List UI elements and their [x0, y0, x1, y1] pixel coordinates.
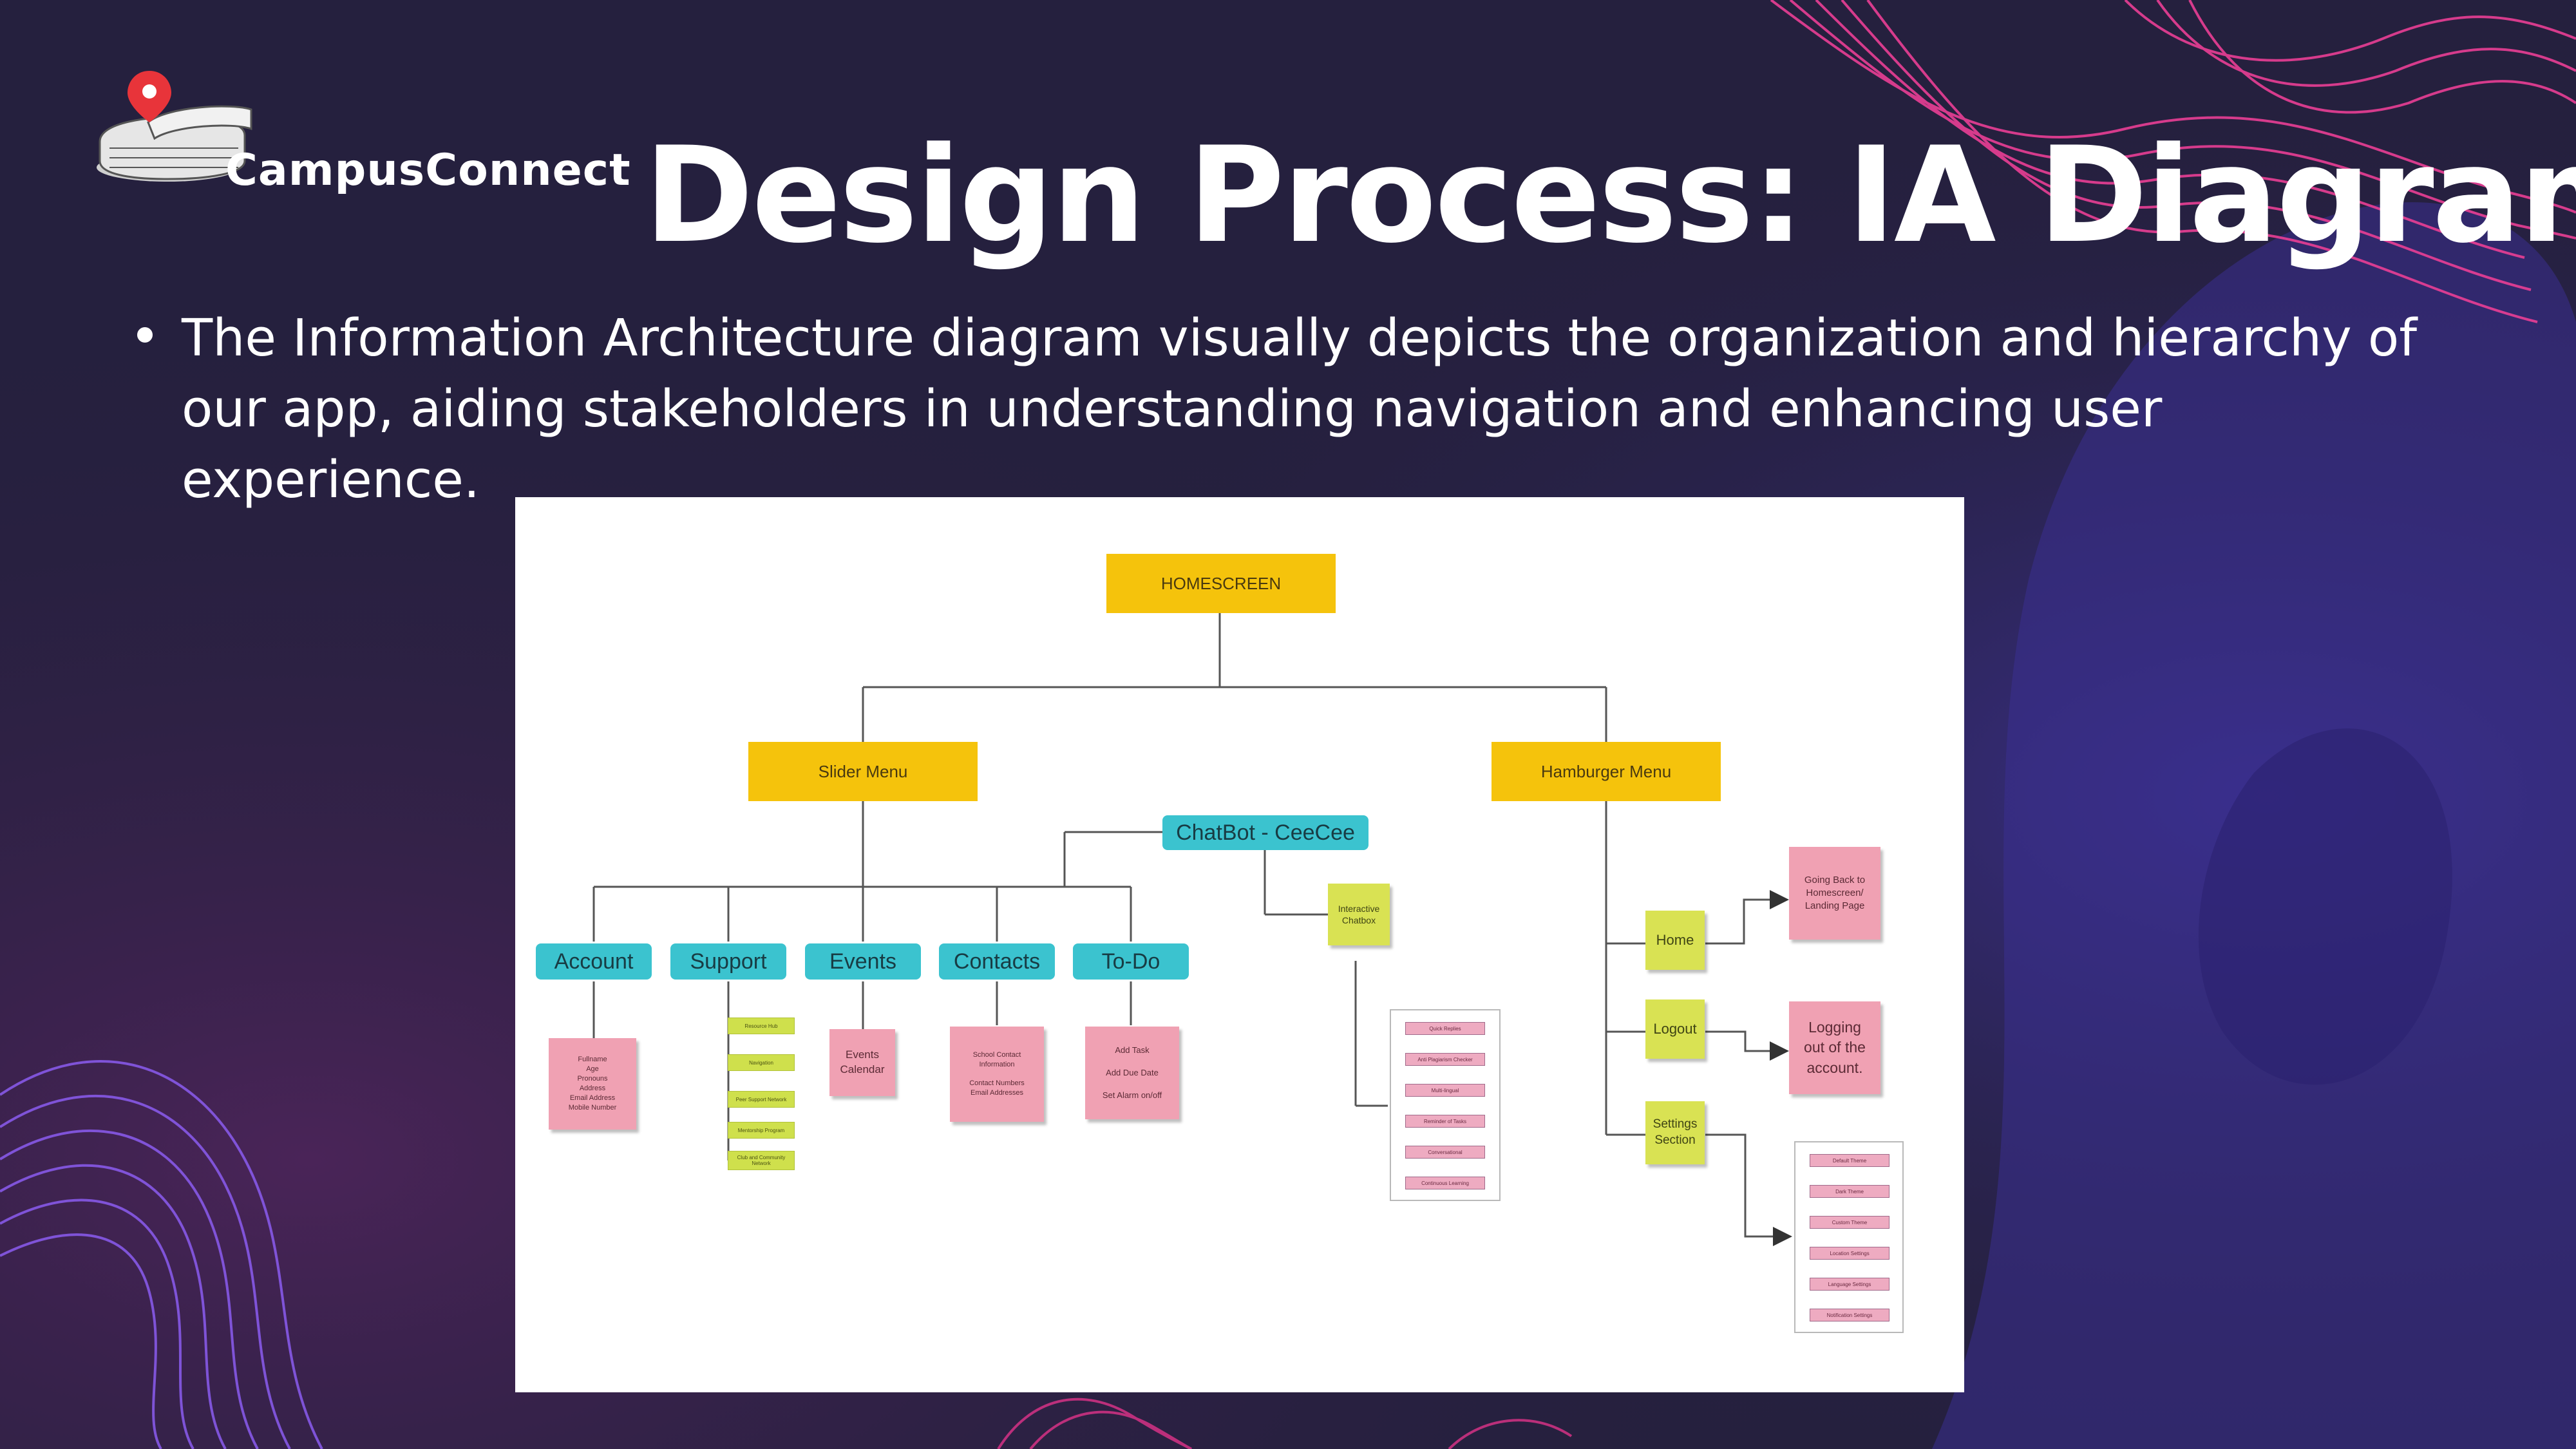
- chatbot-note: Interactive Chatbox: [1328, 884, 1390, 945]
- hamburger-logout: Logout: [1645, 999, 1705, 1059]
- settings-item: Language Settings: [1810, 1278, 1889, 1291]
- tab-contacts: Contacts: [939, 943, 1055, 980]
- chatbot-features-list: Quick Replies Anti Plagiarism Checker Mu…: [1390, 1009, 1501, 1201]
- node-homescreen: HOMESCREEN: [1106, 554, 1336, 613]
- brand-name: CampusConnect: [225, 145, 631, 196]
- chatbot-feature: Conversational: [1405, 1146, 1485, 1159]
- chatbot-feature: Quick Replies: [1405, 1022, 1485, 1035]
- settings-item: Notification Settings: [1810, 1309, 1889, 1321]
- chatbot-feature: Continuous Learning: [1405, 1177, 1485, 1189]
- support-item: Resource Hub: [728, 1018, 795, 1034]
- bullet-text: The Information Architecture diagram vis…: [182, 308, 2418, 509]
- node-chatbot: ChatBot - CeeCee: [1162, 815, 1368, 850]
- chatbot-feature: Multi-lingual: [1405, 1084, 1485, 1097]
- support-item: Mentorship Program: [728, 1122, 795, 1139]
- page-title: Design Process: IA Diagram: [644, 119, 2576, 272]
- account-note: Fullname Age Pronouns Address Email Addr…: [549, 1038, 636, 1130]
- settings-item: Custom Theme: [1810, 1216, 1889, 1229]
- node-hamburger-menu: Hamburger Menu: [1492, 742, 1721, 801]
- support-item: Club and Community Network: [728, 1151, 795, 1170]
- tab-events: Events: [805, 943, 921, 980]
- bullet-dot-icon: [137, 327, 153, 343]
- hamburger-settings: Settings Section: [1645, 1101, 1705, 1164]
- bullet-list: The Information Architecture diagram vis…: [129, 303, 2447, 515]
- events-note: Events Calendar: [829, 1029, 895, 1096]
- tab-support: Support: [670, 943, 786, 980]
- support-item: Peer Support Network: [728, 1091, 795, 1108]
- support-item: Navigation: [728, 1054, 795, 1071]
- home-note: Going Back to Homescreen/ Landing Page: [1789, 847, 1880, 940]
- settings-list: Default Theme Dark Theme Custom Theme Lo…: [1794, 1141, 1904, 1333]
- hamburger-home: Home: [1645, 911, 1705, 970]
- tab-todo: To-Do: [1073, 943, 1189, 980]
- chatbot-feature: Reminder of Tasks: [1405, 1115, 1485, 1128]
- ia-diagram: HOMESCREEN Slider Menu Hamburger Menu Ch…: [515, 497, 1964, 1392]
- logout-note: Logging out of the account.: [1789, 1001, 1880, 1094]
- node-slider-menu: Slider Menu: [748, 742, 978, 801]
- chatbot-feature: Anti Plagiarism Checker: [1405, 1053, 1485, 1066]
- settings-item: Default Theme: [1810, 1154, 1889, 1167]
- tab-account: Account: [536, 943, 652, 980]
- settings-item: Location Settings: [1810, 1247, 1889, 1260]
- todo-note: Add Task Add Due Date Set Alarm on/off: [1085, 1027, 1179, 1119]
- campus-building-pin-icon: [97, 71, 252, 182]
- settings-item: Dark Theme: [1810, 1185, 1889, 1198]
- contacts-note: School Contact Information Contact Numbe…: [950, 1027, 1044, 1122]
